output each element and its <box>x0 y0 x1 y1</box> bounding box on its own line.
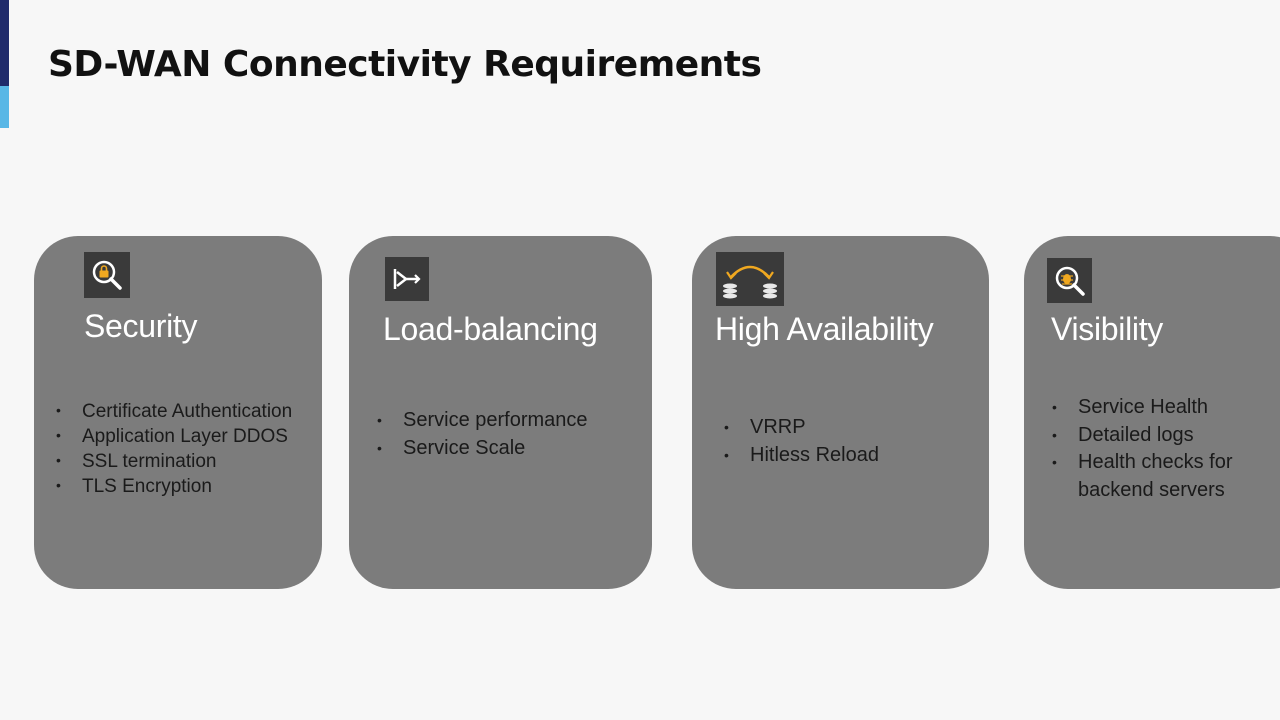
card-title: High Availability <box>715 311 934 347</box>
bullet-item: VRRP <box>724 413 974 441</box>
bullet-item: Service Health <box>1052 394 1280 422</box>
bullet-item: Service performance <box>377 406 647 434</box>
card-load-balancing: Load-balancing Service performance Servi… <box>349 236 652 589</box>
bullet-item: Service Scale <box>377 434 647 462</box>
bullet-list: Service performance Service Scale <box>377 406 647 462</box>
bullet-item: SSL termination <box>56 448 296 474</box>
bullet-item: Hitless Reload <box>724 441 974 469</box>
card-title: Visibility <box>1051 311 1164 347</box>
database-sync-icon <box>716 252 784 306</box>
bullet-list: Certificate Authentication Application L… <box>56 398 296 499</box>
bullet-item: Application Layer DDOS <box>56 423 296 449</box>
card-title: Security <box>84 308 198 344</box>
lock-magnifier-icon <box>84 252 130 298</box>
bullet-item: Detailed logs <box>1052 422 1280 450</box>
bullet-item: Health checks for backend servers <box>1052 449 1280 504</box>
accent-bar-dark <box>0 0 9 86</box>
card-security: Security Certificate Authentication Appl… <box>34 236 322 589</box>
card-visibility: Visibility Service Health Detailed logs … <box>1024 236 1280 589</box>
bullet-list: VRRP Hitless Reload <box>724 413 974 469</box>
page-title: SD-WAN Connectivity Requirements <box>48 44 762 85</box>
card-high-availability: High Availability VRRP Hitless Reload <box>692 236 989 589</box>
card-title: Load-balancing <box>383 311 598 347</box>
bullet-item: TLS Encryption <box>56 473 296 499</box>
split-arrows-icon <box>385 257 429 301</box>
bullet-list: Service Health Detailed logs Health chec… <box>1052 394 1280 504</box>
accent-bar-light <box>0 86 9 128</box>
bug-magnifier-icon <box>1047 258 1092 303</box>
bullet-item: Certificate Authentication <box>56 398 296 424</box>
